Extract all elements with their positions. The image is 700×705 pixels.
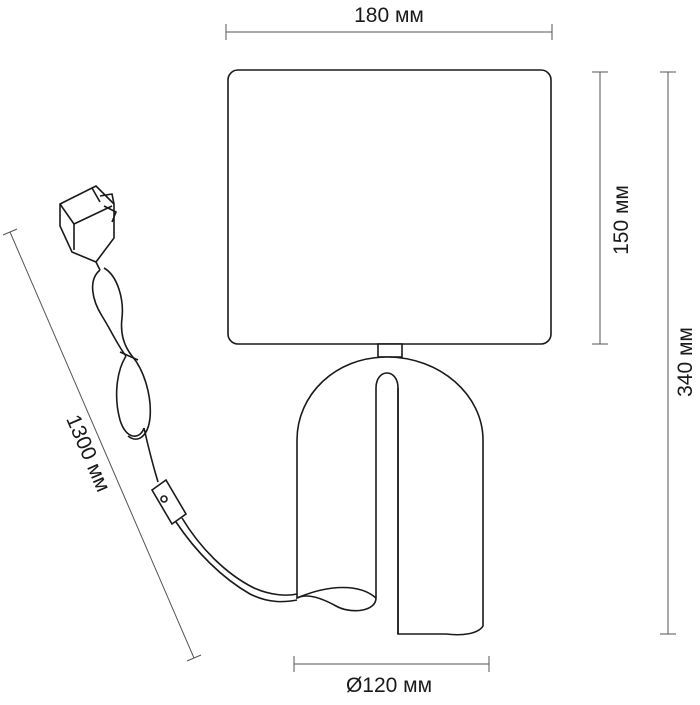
- shade-width-label: 180 мм: [354, 4, 424, 27]
- base-foot-curve: [296, 586, 377, 599]
- plug-icon: [59, 185, 118, 271]
- base-diameter-dimension: Ø120 мм: [293, 656, 490, 697]
- shade-height-label: 150 мм: [610, 185, 633, 255]
- cord-coil: [91, 267, 159, 483]
- shade-height-dimension: 150 мм: [592, 71, 633, 345]
- cord-to-base: [175, 521, 298, 603]
- cord-length-dimension: 1300 мм: [2, 228, 202, 662]
- cord-length-tick-bottom: [186, 654, 202, 662]
- total-height-label: 340 мм: [674, 327, 697, 397]
- base-diameter-label: Ø120 мм: [346, 674, 432, 697]
- lamp-base: [296, 356, 484, 636]
- total-height-dimension: 340 мм: [660, 71, 697, 635]
- cord-length-label: 1300 мм: [61, 411, 114, 495]
- cord-length-line: [9, 231, 195, 659]
- switch-icon: [150, 478, 188, 526]
- shade-width-dimension: 180 мм: [225, 4, 553, 40]
- lamp-shade: [227, 69, 552, 345]
- lamp-neck: [377, 343, 403, 358]
- cord-length-tick-top: [2, 228, 18, 236]
- cord-to-base-outline: [181, 517, 298, 596]
